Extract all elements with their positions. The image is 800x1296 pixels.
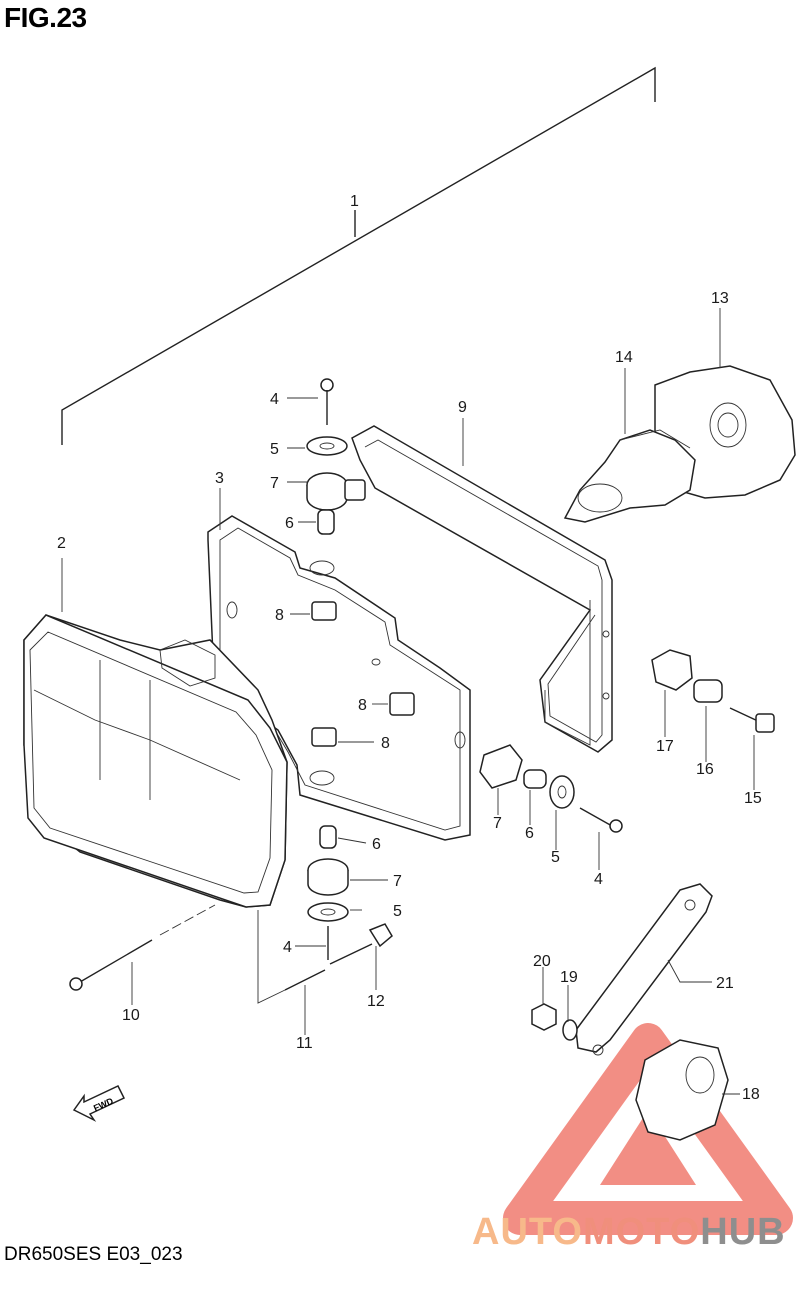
callout-19: 19 (560, 969, 578, 986)
callout-7-upper: 7 (270, 475, 279, 492)
callout-12: 12 (367, 993, 385, 1010)
callout-6-side: 6 (525, 825, 534, 842)
watermark-text-hub: HUB (700, 1211, 785, 1253)
callout-3: 3 (215, 470, 224, 487)
figure-title: FIG.23 (4, 2, 87, 33)
callout-labels: 1 2 3 4 4 4 5 5 5 6 6 6 7 7 7 8 8 8 9 10… (57, 193, 762, 1103)
callout-13: 13 (711, 290, 729, 307)
callout-16: 16 (696, 761, 714, 778)
svg-text:AUTOMOTOHUB: AUTOMOTOHUB (472, 1211, 786, 1253)
callout-9: 9 (458, 399, 467, 416)
callout-7-side: 7 (493, 815, 502, 832)
reflector-18 (635, 1039, 729, 1141)
callout-1: 1 (350, 193, 359, 210)
assembly-bracket-1 (61, 66, 656, 445)
fasteners (69, 378, 775, 991)
callout-4-upper: 4 (270, 391, 279, 408)
callout-4-side: 4 (594, 871, 603, 888)
leader-lines (61, 308, 755, 1095)
callout-20: 20 (533, 953, 551, 970)
callout-8-lower: 8 (381, 735, 390, 752)
callout-5-side: 5 (551, 849, 560, 866)
reflector-bracket (575, 883, 713, 1056)
callout-8-upper: 8 (275, 607, 284, 624)
diagram-code: DR650SES E03_023 (4, 1244, 183, 1265)
headlight-bulb (563, 429, 696, 523)
headlight-lens-unit (23, 614, 288, 908)
callout-8-middle: 8 (358, 697, 367, 714)
watermark-logo (503, 1023, 793, 1235)
callout-5-upper: 5 (270, 441, 279, 458)
callout-2: 2 (57, 535, 66, 552)
callout-14: 14 (615, 349, 633, 366)
callout-18: 18 (742, 1086, 760, 1103)
callout-15: 15 (744, 790, 762, 807)
callout-11: 11 (296, 1035, 313, 1052)
hex-nut-20 (531, 1003, 557, 1031)
callout-6-upper: 6 (285, 515, 294, 532)
watermark-text: AUTOMOTOHUB (472, 1211, 786, 1253)
callout-6-lower: 6 (372, 836, 381, 853)
callout-5-lower: 5 (393, 903, 402, 920)
callout-7-lower: 7 (393, 873, 402, 890)
callout-17: 17 (656, 738, 674, 755)
callout-4-lower: 4 (283, 939, 292, 956)
rear-panel (351, 425, 613, 753)
watermark-text-moto: MOTO (583, 1211, 700, 1253)
watermark-triangle (503, 1023, 793, 1235)
callout-21: 21 (716, 975, 734, 992)
callout-10: 10 (122, 1007, 140, 1024)
washer-19 (562, 1019, 578, 1041)
watermark-text-auto: AUTO (472, 1211, 583, 1253)
watermark-triangle-inner (600, 1110, 696, 1185)
fwd-arrow-icon: FWD (72, 1085, 126, 1122)
